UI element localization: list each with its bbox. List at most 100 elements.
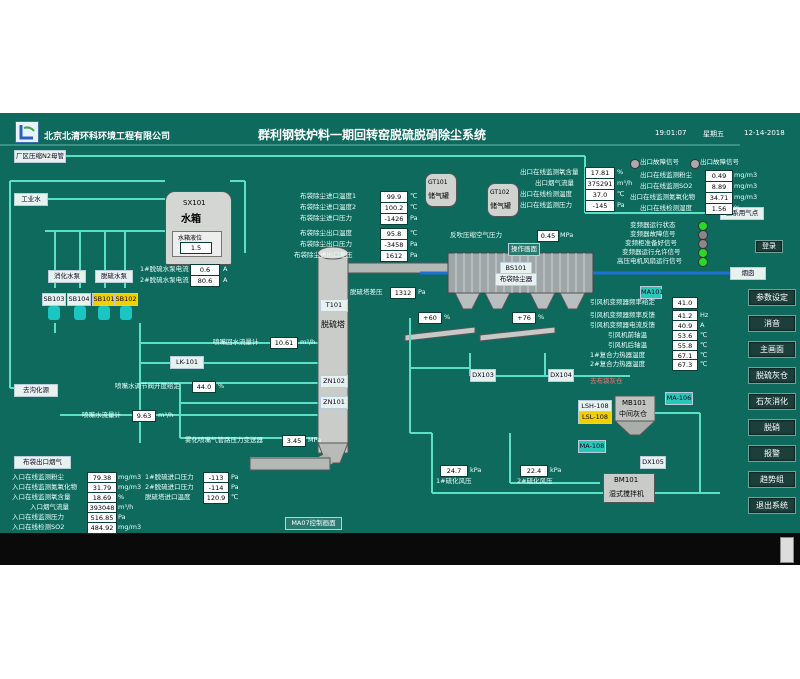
process-diagram — [0, 144, 800, 565]
outlet-right-0-unit: mg/m3 — [734, 171, 758, 179]
spray-flow-label: 喷嘴回水流量计 — [213, 338, 259, 346]
login-button[interactable]: 登录 — [755, 240, 783, 253]
fan-val-5-label: 1#复合力热器温度 — [590, 351, 646, 359]
pump-group-2-label: 脱硫水泵 — [95, 270, 133, 283]
inlet-row-3-unit: m³/h — [118, 503, 134, 511]
tower-zn102[interactable]: ZN102 — [320, 375, 348, 388]
blower-2-percent[interactable]: +76 — [512, 312, 536, 324]
menu-alarm[interactable]: 报警 — [748, 445, 796, 462]
outlet-right-3-label: 出口在线检测湿度 — [640, 204, 692, 212]
outlet-right-3-unit: % — [734, 204, 741, 212]
page-title: 群利钢铁炉料一期回转窑脱硫脱硝除尘系统 — [258, 128, 487, 142]
bag-row-0-label: 布袋除尘进口温度1 — [300, 192, 357, 200]
tower-in-1-unit: Pa — [231, 483, 239, 491]
outlet-row-3-label: 出口在线监测压力 — [520, 201, 572, 209]
gt102-name: 储气罐 — [490, 202, 511, 210]
menu-lime-slaking[interactable]: 石灰消化 — [748, 393, 796, 410]
outlet-signal-1-label: 出口故障信号 — [640, 158, 679, 166]
gt101-name: 储气罐 — [428, 192, 449, 200]
gas-tank-gt101[interactable] — [425, 173, 457, 207]
inlet-row-4-unit: Pa — [118, 513, 126, 521]
dx105-button[interactable]: DX105 — [640, 456, 666, 469]
ma108-button[interactable]: MA-108 — [578, 440, 606, 453]
bm101-tag: BM101 — [614, 476, 639, 484]
menu-trend-group[interactable]: 趋势组 — [748, 471, 796, 488]
tower-in-2-label: 脱硫塔进口温度 — [145, 493, 191, 501]
fan2-value: 22.4 — [520, 465, 548, 477]
fan-val-0-value[interactable]: 41.0 — [672, 297, 698, 309]
scroll-control[interactable] — [780, 537, 794, 563]
fan-ma101[interactable]: MA101 — [640, 286, 663, 299]
outlet-right-2-unit: mg/m3 — [734, 193, 758, 201]
fan-val-4-unit: ℃ — [700, 341, 708, 349]
lime-link[interactable]: 去布袋灰仓 — [590, 377, 623, 385]
pump-icon — [48, 306, 60, 320]
flue-outlet-label[interactable]: 布袋出口烟气 — [14, 456, 71, 469]
op-panel-button[interactable]: 操作画面 — [508, 243, 540, 256]
fan-status-1: 变频器故障信号 — [630, 230, 676, 238]
blowback-value: 0.45 — [537, 230, 559, 242]
blower-1-percent-unit: % — [444, 313, 451, 321]
blowback-unit: MPa — [560, 231, 574, 239]
spray-atom-unit: MPa — [308, 436, 322, 444]
fan-val-6-label: 2#复合力热器温度 — [590, 360, 646, 368]
bag-row-4-unit: Pa — [410, 240, 418, 248]
fan-status-4-indicator — [698, 257, 708, 267]
dx103-button[interactable]: DX103 — [470, 369, 496, 382]
pump-icon — [74, 306, 86, 320]
smoke-label[interactable]: 烟囱 — [730, 267, 766, 280]
pump-sb104[interactable]: SB104 — [67, 293, 91, 306]
water-tank-tag: SX101 — [183, 199, 206, 207]
pump1-current-unit: A — [223, 265, 228, 273]
bag-row-4-label: 布袋除尘出口压力 — [300, 240, 352, 248]
spray-flow-value: 10.61 — [270, 337, 298, 349]
pump-sb103[interactable]: SB103 — [42, 293, 66, 306]
bag-row-0-value: 99.9 — [380, 191, 408, 203]
pump-sb102[interactable]: SB102 — [114, 293, 138, 306]
outlet-row-0-label: 出口在线监测氧含量 — [520, 168, 579, 176]
spray-valve-label: 喷嘴水调节阀开度给定 — [115, 382, 180, 390]
n2-pipe-label[interactable]: 厂区压缩N2母管 — [14, 150, 66, 163]
dx104-button[interactable]: DX104 — [548, 369, 574, 382]
inlet-row-2-label: 入口在线监测氧含量 — [12, 493, 71, 501]
spray-valve-value[interactable]: 44.0 — [192, 381, 216, 393]
pump-sb101[interactable]: SB101 — [92, 293, 116, 306]
bag-row-5-value: 1612 — [380, 250, 408, 262]
blower-1-percent[interactable]: +60 — [418, 312, 442, 324]
ma106-button[interactable]: MA-106 — [665, 392, 693, 405]
menu-silence[interactable]: 消音 — [748, 315, 796, 332]
menu-denitration[interactable]: 脱硝 — [748, 419, 796, 436]
outlet-right-2-label: 出口在线监测氮氧化物 — [630, 193, 695, 201]
fan-status-2: 变频柜准备好信号 — [625, 239, 677, 247]
to-drain-label[interactable]: 去沟化源 — [14, 384, 58, 397]
fan-val-0-label: 引风机变频器频率给定 — [590, 298, 655, 306]
industrial-water-label[interactable]: 工业水 — [14, 193, 48, 206]
menu-main[interactable]: 主画面 — [748, 341, 796, 358]
menu-exit[interactable]: 退出系统 — [748, 497, 796, 514]
clock-time: 19:01:07 — [655, 129, 687, 137]
company-logo — [15, 121, 39, 143]
inlet-row-1-label: 入口在线监测氮氧化物 — [12, 483, 77, 491]
bag-row-3-unit: ℃ — [410, 229, 418, 237]
tower-zn101[interactable]: ZN101 — [320, 396, 348, 409]
outlet-row-2-unit: ℃ — [617, 190, 625, 198]
inlet-row-0-unit: mg/m3 — [118, 473, 142, 481]
fan-val-4-label: 引风机后轴温 — [608, 341, 647, 349]
menu-desulf-ash[interactable]: 脱硫灰仓 — [748, 367, 796, 384]
pump-icon — [98, 306, 110, 320]
fan1-value: 24.7 — [440, 465, 468, 477]
mixer-bm101[interactable] — [603, 473, 655, 503]
bag-row-5-label: 布袋除尘进出口差压 — [294, 251, 353, 259]
pump-icon — [120, 306, 132, 320]
tower-in-2-value: 120.9 — [203, 492, 229, 504]
lk101-tag[interactable]: LK-101 — [170, 356, 204, 369]
menu-param-settings[interactable]: 参数设定 — [748, 289, 796, 306]
pump-group-1-label: 消化水泵 — [48, 270, 86, 283]
outlet-signal-2-indicator — [690, 159, 700, 169]
clock-date: 12-14-2018 — [744, 129, 785, 137]
spray-atom-label: 雾化喷嘴气管路压力变送器 — [185, 436, 263, 444]
gas-tank-gt102[interactable] — [487, 183, 519, 217]
inlet-row-5-unit: mg/m3 — [118, 523, 142, 531]
blower-2-percent-unit: % — [538, 313, 545, 321]
ma07-control-button[interactable]: MA07控制画面 — [285, 517, 342, 530]
